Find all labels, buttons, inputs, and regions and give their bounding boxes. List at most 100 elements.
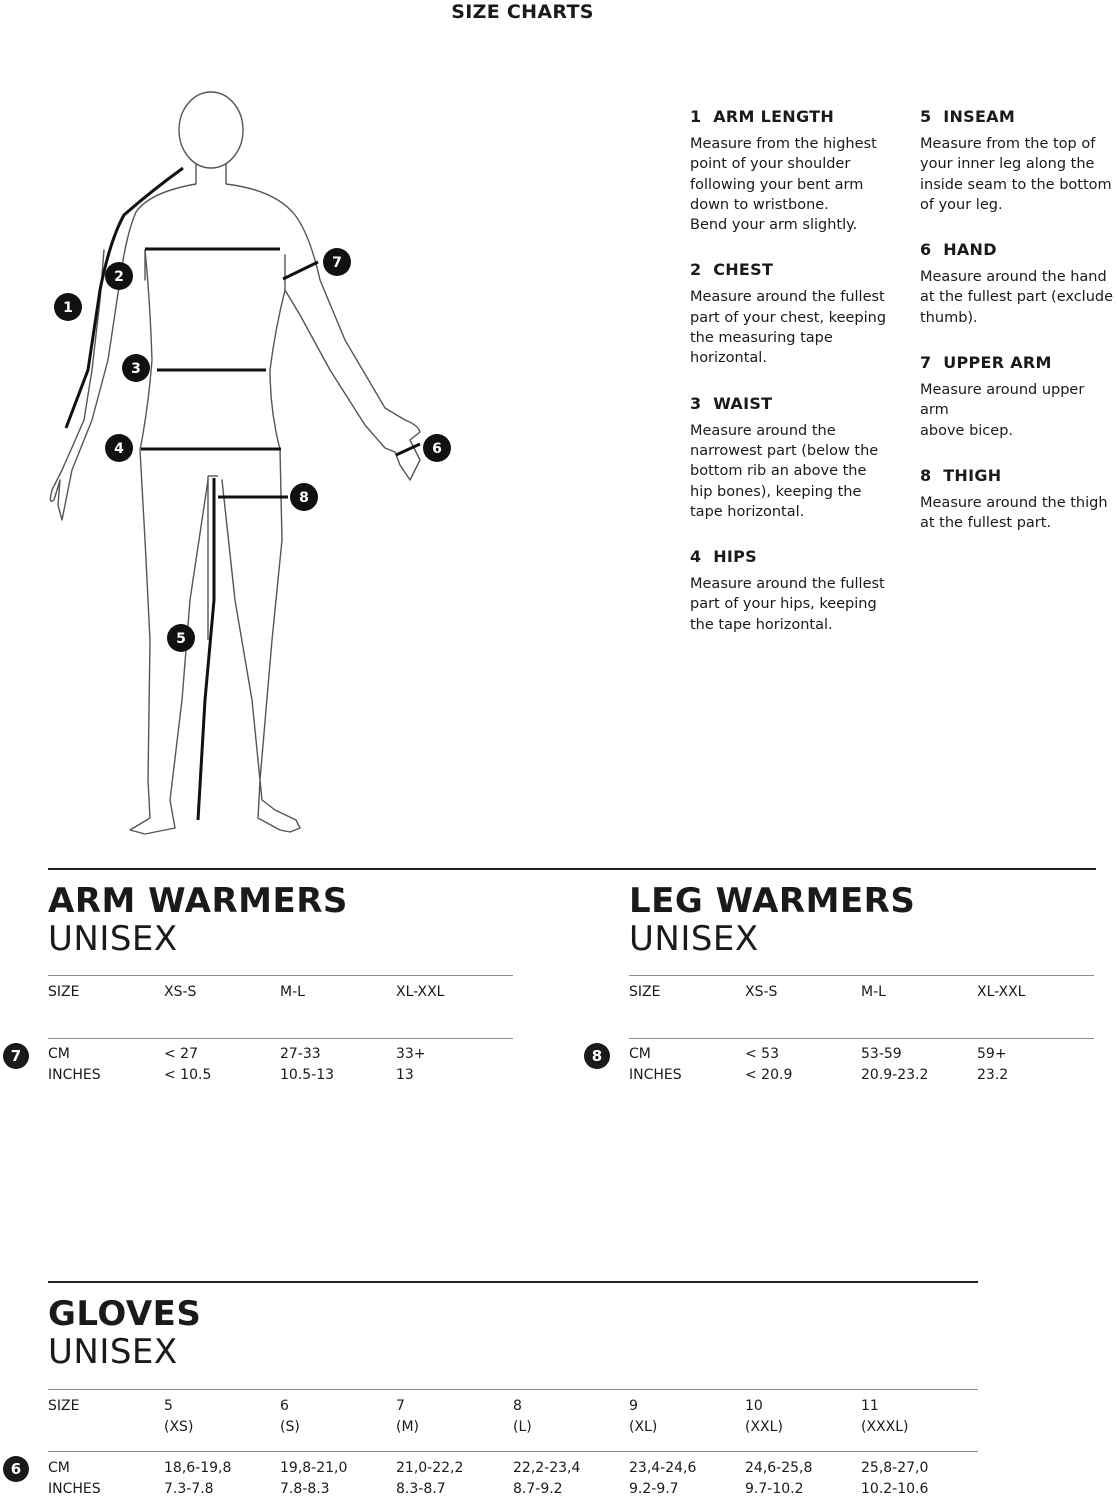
measurement-values: 23,4-24,6 9.2-9.7 [629, 1460, 697, 1497]
table-rule [48, 1451, 978, 1452]
size-label: 8 (L) [513, 1398, 532, 1435]
guide-item-upper-arm: 7 UPPER ARM Measure around upper arm abo… [920, 352, 1115, 441]
size-label: 5 (XS) [164, 1398, 194, 1435]
measurement-values: 59+ 23.2 [977, 1046, 1009, 1083]
guide-number: 6 [920, 240, 932, 260]
table-rule [629, 975, 1094, 976]
table-subtitle: UNISEX [48, 1332, 178, 1372]
measurement-guide-left: 1 ARM LENGTH Measure from the highest po… [690, 106, 890, 659]
guide-text: Measure around the thigh at the fullest … [920, 494, 1108, 532]
guide-item-hips: 4 HIPS Measure around the fullest part o… [690, 546, 890, 635]
size-label: XS-S [164, 984, 197, 1000]
size-label: 10 (XXL) [745, 1398, 783, 1435]
thigh-marker: 8 [584, 1043, 610, 1069]
figure-marker-3-label: 3 [131, 361, 141, 377]
size-label: XL-XXL [396, 984, 445, 1000]
size-label: XS-S [745, 984, 778, 1000]
arm-length-line [64, 166, 184, 429]
figure-marker-6: 6 [423, 434, 451, 462]
page-title: SIZE CHARTS [451, 1, 594, 23]
size-label: 11 (XXXL) [861, 1398, 909, 1435]
figure-marker-3: 3 [122, 354, 150, 382]
figure-marker-7: 7 [323, 248, 351, 276]
measurement-values: 24,6-25,8 9.7-10.2 [745, 1460, 813, 1497]
hand-line [395, 442, 421, 457]
guide-item-arm-length: 1 ARM LENGTH Measure from the highest po… [690, 106, 890, 235]
body-measurement-figure: 1 2 3 4 5 6 7 8 [49, 91, 451, 835]
guide-text: Measure around the narrowest part (below… [690, 422, 879, 520]
upper-arm-marker: 7 [3, 1043, 29, 1069]
measurement-guide-right: 5 INSEAM Measure from the top of your in… [920, 106, 1115, 558]
figure-marker-8-label: 8 [299, 490, 309, 506]
measurement-values: 53-59 20.9-23.2 [861, 1046, 929, 1083]
figure-marker-6-label: 6 [432, 441, 442, 457]
table-rule [48, 975, 513, 976]
inseam-line [196, 478, 216, 821]
measurement-values: 25,8-27,0 10.2-10.6 [861, 1460, 929, 1497]
figure-marker-2-label: 2 [114, 269, 124, 285]
size-header: SIZE [48, 1398, 80, 1414]
hand-marker: 6 [3, 1456, 29, 1482]
size-label: 7 (M) [396, 1398, 420, 1435]
guide-title: ARM LENGTH [713, 107, 835, 126]
unit-labels: CM INCHES [48, 1460, 101, 1497]
figure-marker-1: 1 [54, 293, 82, 321]
guide-text: Measure from the top of your inner leg a… [920, 136, 1112, 213]
measurement-values: < 53 < 20.9 [745, 1046, 793, 1083]
guide-title: INSEAM [943, 107, 1016, 126]
table-title: ARM WARMERS [48, 881, 348, 921]
size-label: 9 (XL) [629, 1398, 658, 1435]
table-title: LEG WARMERS [629, 881, 916, 921]
guide-text: Measure from the highest point of your s… [690, 136, 877, 234]
guide-text: Measure around upper arm above bicep. [920, 382, 1085, 439]
size-label: 6 (S) [280, 1398, 300, 1435]
figure-marker-1-label: 1 [63, 300, 73, 316]
measurement-values: 27-33 10.5-13 [280, 1046, 335, 1083]
figure-head [178, 91, 244, 169]
guide-number: 1 [690, 107, 702, 126]
size-header: SIZE [48, 984, 80, 1000]
guide-item-inseam: 5 INSEAM Measure from the top of your in… [920, 106, 1115, 215]
size-label: XL-XXL [977, 984, 1026, 1000]
guide-item-hand: 6 HAND Measure around the hand at the fu… [920, 239, 1115, 328]
unit-labels: CM INCHES [629, 1046, 682, 1083]
measurement-values: 22,2-23,4 8.7-9.2 [513, 1460, 581, 1497]
figure-marker-5: 5 [167, 624, 195, 652]
guide-number: 7 [920, 353, 932, 373]
size-label: M-L [861, 984, 886, 1000]
guide-number: 3 [690, 393, 702, 413]
guide-title: WAIST [713, 393, 773, 413]
guide-title: UPPER ARM [943, 353, 1052, 373]
guide-number: 5 [920, 107, 932, 126]
table-subtitle: UNISEX [629, 919, 759, 959]
guide-title: HIPS [713, 547, 757, 567]
size-label: M-L [280, 984, 305, 1000]
size-header: SIZE [629, 984, 661, 1000]
measurement-values: 21,0-22,2 8.3-8.7 [396, 1460, 464, 1497]
measurement-values: 19,8-21,0 7.8-8.3 [280, 1460, 348, 1497]
unit-labels: CM INCHES [48, 1046, 101, 1083]
guide-number: 8 [920, 465, 932, 485]
table-title: GLOVES [48, 1294, 202, 1334]
guide-text: Measure around the fullest part of your … [690, 576, 885, 633]
guide-text: Measure around the hand at the fullest p… [920, 269, 1114, 326]
guide-number: 2 [690, 260, 702, 280]
figure-marker-5-label: 5 [176, 631, 186, 647]
figure-marker-8: 8 [290, 483, 318, 511]
upper-arm-line [282, 260, 319, 281]
table-rule [48, 1389, 978, 1390]
figure-marker-4-label: 4 [114, 441, 124, 457]
figure-marker-4: 4 [105, 434, 133, 462]
guide-text: Measure around the fullest part of your … [690, 289, 887, 367]
guide-title: THIGH [943, 465, 1002, 485]
table-rule [629, 1038, 1094, 1039]
table-rule [48, 1038, 513, 1039]
measurement-values: 18,6-19,8 7.3-7.8 [164, 1460, 232, 1497]
guide-title: HAND [943, 240, 997, 260]
table-subtitle: UNISEX [48, 919, 178, 959]
guide-title: CHEST [713, 260, 774, 280]
guide-item-waist: 3 WAIST Measure around the narrowest par… [690, 393, 890, 522]
guide-item-chest: 2 CHEST Measure around the fullest part … [690, 259, 890, 368]
measurement-values: < 27 < 10.5 [164, 1046, 212, 1083]
figure-marker-7-label: 7 [332, 255, 342, 271]
